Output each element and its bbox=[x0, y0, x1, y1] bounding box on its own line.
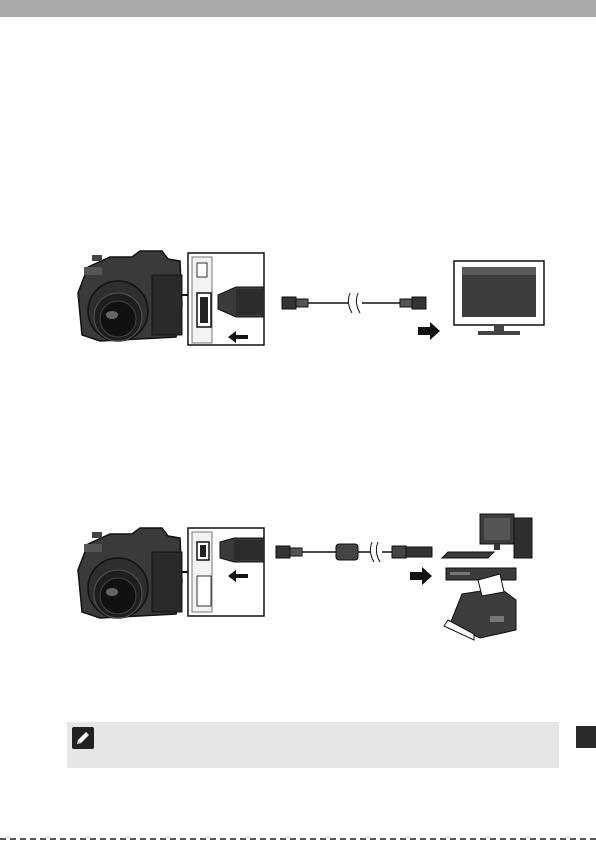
usb-cable bbox=[276, 542, 432, 585]
usb-port-closeup bbox=[188, 528, 264, 616]
hdmi-connection-figure bbox=[70, 245, 560, 355]
section-tab bbox=[576, 726, 596, 748]
bottom-rule bbox=[0, 838, 596, 840]
hdmi-port-closeup bbox=[188, 253, 264, 345]
pc-illustration bbox=[442, 514, 532, 558]
header-bar bbox=[0, 0, 596, 17]
note-box bbox=[67, 722, 559, 768]
recorder-illustration bbox=[446, 568, 516, 580]
pencil-icon bbox=[72, 727, 94, 749]
hdmi-cable bbox=[282, 293, 440, 340]
printer-illustration bbox=[444, 574, 516, 640]
camera-illustration bbox=[78, 251, 188, 341]
usb-connection-figure bbox=[70, 512, 560, 642]
tv-illustration bbox=[454, 261, 544, 335]
camera-illustration bbox=[78, 528, 188, 618]
